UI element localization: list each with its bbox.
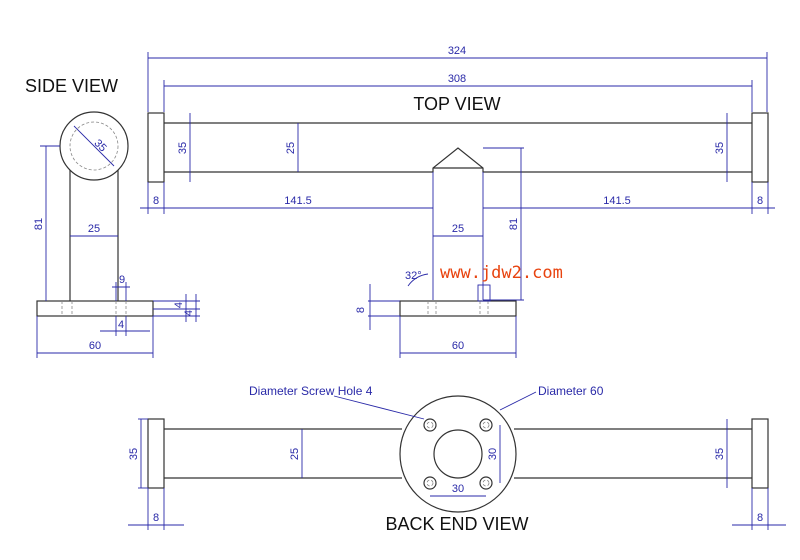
top-view: 324 308 TOP VIEW 35 25 35 8 141.5 8 141.… bbox=[140, 45, 775, 300]
dim-post-height: 81 bbox=[508, 218, 520, 230]
dim-end-right: 8 bbox=[757, 195, 763, 207]
dim-inner: 308 bbox=[448, 73, 466, 85]
side-view: SIDE VIEW 35 25 81 9 4 4 4 bbox=[25, 76, 200, 358]
side-base bbox=[36, 300, 154, 317]
dim-base-width: 60 bbox=[452, 340, 464, 352]
dim-side-post: 25 bbox=[88, 223, 100, 235]
angle-arc bbox=[407, 273, 429, 287]
watermark: www.jdw2.com bbox=[440, 263, 563, 283]
note-diameter: Diameter 60 bbox=[538, 384, 604, 398]
dim-back-left: 35 bbox=[128, 448, 140, 460]
dim-side-gap: 4 bbox=[118, 319, 124, 331]
view-title-back: BACK END VIEW bbox=[385, 514, 528, 534]
screw-hole-tl bbox=[423, 418, 437, 432]
dim-back-right: 35 bbox=[714, 448, 726, 460]
note-screw-hole: Diameter Screw Hole 4 bbox=[249, 384, 373, 398]
dim-post-width: 25 bbox=[452, 223, 464, 235]
dim-bar-mid: 25 bbox=[285, 142, 297, 154]
back-end-view: 30 30 Diameter Screw Hole 4 Diameter 60 … bbox=[128, 384, 786, 534]
leader-screw-hole bbox=[333, 395, 425, 420]
dim-bar-right: 35 bbox=[714, 142, 726, 154]
side-circle-inner bbox=[69, 121, 119, 171]
post-view: 25 81 32° 8 60 www.jdw2.com bbox=[355, 147, 563, 358]
dim-side-circle: 35 bbox=[92, 137, 109, 154]
end-cap-right bbox=[751, 112, 769, 183]
dim-side-hole: 9 bbox=[119, 274, 125, 286]
back-end-cap-left bbox=[147, 418, 165, 489]
dim-back-mid: 25 bbox=[289, 448, 301, 460]
dim-side-t2: 4 bbox=[183, 310, 195, 316]
dim-back-end-left: 8 bbox=[153, 512, 159, 524]
back-end-cap-right bbox=[751, 418, 769, 489]
dim-line-side-circle bbox=[73, 125, 115, 167]
dim-end-left: 8 bbox=[153, 195, 159, 207]
dim-angle: 32° bbox=[405, 270, 422, 282]
dim-back-hole-v: 30 bbox=[487, 448, 499, 460]
screw-hole-tr bbox=[479, 418, 493, 432]
back-disc bbox=[399, 395, 517, 513]
dim-overall: 324 bbox=[448, 45, 466, 57]
back-disc-center bbox=[433, 429, 483, 479]
view-title-side: SIDE VIEW bbox=[25, 76, 118, 96]
dim-half-right: 141.5 bbox=[603, 195, 631, 207]
dim-half-left: 141.5 bbox=[284, 195, 312, 207]
view-title-top: TOP VIEW bbox=[413, 94, 500, 114]
screw-hole-bl bbox=[423, 476, 437, 490]
post-base bbox=[399, 300, 517, 317]
dim-back-end-right: 8 bbox=[757, 512, 763, 524]
dim-side-t1: 4 bbox=[173, 302, 185, 308]
dim-back-hole-h: 30 bbox=[452, 483, 464, 495]
dim-side-base: 60 bbox=[89, 340, 101, 352]
dim-side-height: 81 bbox=[33, 218, 45, 230]
end-cap-left bbox=[147, 112, 165, 183]
screw-hole-br bbox=[479, 476, 493, 490]
dim-base-thick: 8 bbox=[355, 307, 367, 313]
dim-bar-left: 35 bbox=[177, 142, 189, 154]
leader-diameter bbox=[499, 391, 537, 411]
